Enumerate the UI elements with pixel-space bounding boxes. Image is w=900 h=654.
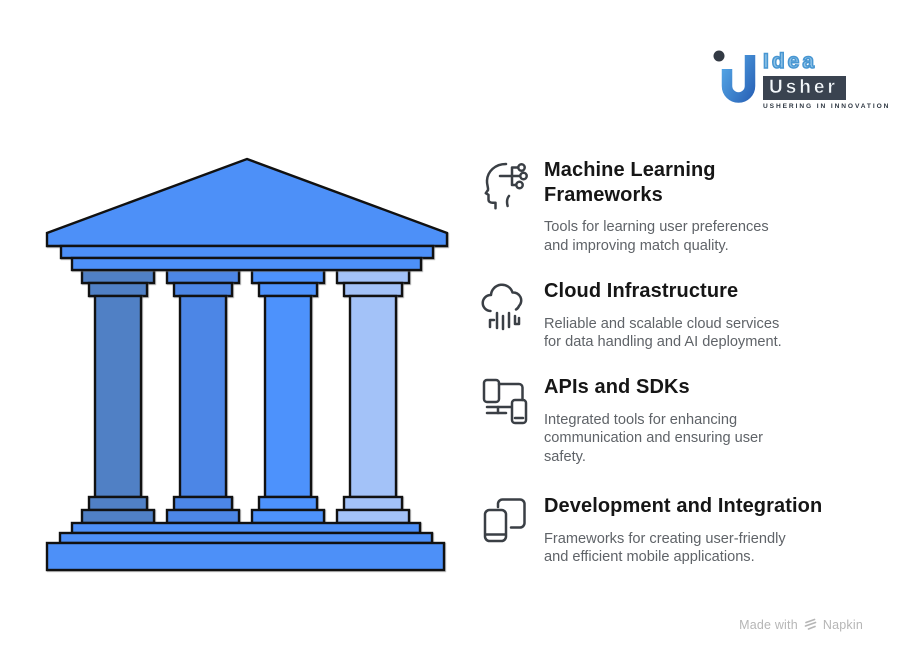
column-capital [165, 268, 241, 285]
section-text-block: Machine Learning Frameworks Tools for le… [544, 158, 769, 255]
column-base [342, 495, 404, 512]
logo-text-block: Idea Usher USHERING IN INNOVATION [762, 46, 891, 110]
temple-column-4 [335, 268, 411, 525]
section-description: Reliable and scalable cloud services for… [544, 315, 782, 351]
temple-step-middle [58, 531, 434, 545]
idea-usher-logo: Idea Usher USHERING IN INNOVATION [711, 46, 890, 110]
temple-illustration [45, 157, 449, 572]
section-description: Integrated tools for enhancing communica… [544, 411, 764, 465]
made-with-napkin-badge[interactable]: Made with Napkin [739, 617, 863, 632]
column-capital [335, 268, 411, 285]
column-shaft [348, 294, 398, 499]
temple-frieze [70, 256, 423, 272]
column-base [87, 495, 149, 512]
logo-i-dot [713, 50, 725, 62]
column-capital [87, 281, 149, 298]
section-title: Development and Integration [544, 495, 823, 517]
logo-brand-top: Idea [762, 49, 818, 74]
column-capital [250, 268, 326, 285]
napkin-brand-label: Napkin [822, 617, 863, 632]
temple-step-bottom [45, 541, 446, 572]
section-description: Frameworks for creating user-friendly an… [544, 530, 786, 566]
logo-u-shape [721, 55, 756, 103]
column-shaft [178, 294, 228, 499]
section-cloud-infrastructure: Cloud Infrastructure Reliable and scalab… [478, 279, 782, 352]
section-apis-sdks: APIs and SDKs Integrated tools for enhan… [478, 375, 763, 467]
section-machine-learning: Machine Learning Frameworks Tools for le… [478, 158, 769, 255]
temple-column-2 [165, 268, 241, 525]
temple-column-3 [250, 268, 326, 525]
column-shaft [263, 294, 313, 499]
mobile-devices-icon [478, 494, 532, 548]
column-shaft [93, 294, 143, 499]
machine-learning-head-icon [478, 158, 532, 212]
section-description: Tools for learning user preferences and … [544, 219, 769, 254]
column-capital [257, 281, 319, 298]
section-text-block: APIs and SDKs Integrated tools for enhan… [544, 375, 763, 467]
temple-column-1 [80, 268, 156, 525]
column-capital [80, 268, 156, 285]
made-with-label: Made with [739, 617, 798, 632]
temple-structure [45, 157, 449, 572]
logo-tagline: USHERING IN INNOVATION [763, 103, 891, 110]
column-base [257, 495, 319, 512]
section-title: APIs and SDKs [544, 376, 690, 398]
section-text-block: Development and Integration Frameworks f… [544, 494, 822, 567]
column-base [335, 508, 411, 525]
column-base [172, 495, 234, 512]
logo-brand-bottom: Usher [763, 76, 846, 100]
column-capital [342, 281, 404, 298]
section-text-block: Cloud Infrastructure Reliable and scalab… [544, 279, 782, 352]
section-development-integration: Development and Integration Frameworks f… [478, 494, 822, 567]
temple-architrave [59, 244, 435, 260]
idea-usher-logo-mark-icon [713, 50, 756, 103]
temple-pediment [45, 157, 449, 248]
column-capital [172, 281, 234, 298]
temple-step-top [70, 521, 422, 535]
cloud-icon [478, 279, 532, 333]
section-title: Machine Learning Frameworks [544, 159, 716, 206]
column-base [165, 508, 241, 525]
connected-devices-icon [478, 375, 532, 429]
napkin-icon [804, 618, 817, 630]
section-title: Cloud Infrastructure [544, 280, 739, 302]
column-base [250, 508, 326, 525]
column-base [80, 508, 156, 525]
